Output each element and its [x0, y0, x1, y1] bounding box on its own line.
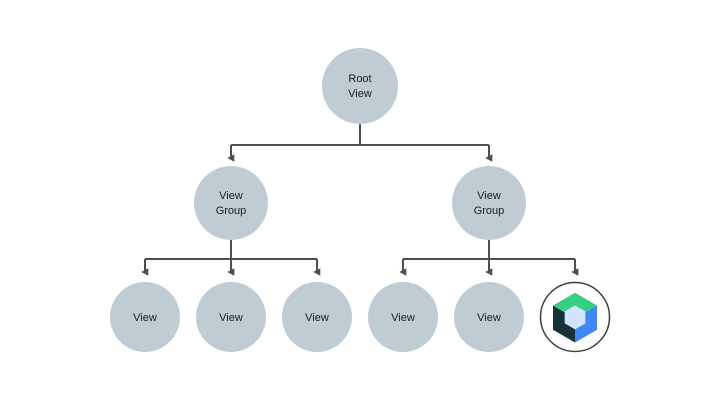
- node-view-2[interactable]: View: [196, 282, 266, 352]
- view-1-label: View: [133, 312, 157, 324]
- view-5-label: View: [477, 312, 501, 324]
- view-5-circle[interactable]: [454, 282, 524, 352]
- view-2-label: View: [219, 312, 243, 324]
- view-group-right-label-line1: View: [477, 190, 501, 202]
- jetpack-compose-logo-icon: [553, 292, 597, 343]
- node-root-view[interactable]: Root View: [322, 48, 398, 124]
- view-2-circle[interactable]: [196, 282, 266, 352]
- view-4-circle[interactable]: [368, 282, 438, 352]
- node-view-group-right[interactable]: View Group: [452, 166, 526, 240]
- view-group-left-label-line1: View: [219, 190, 243, 202]
- compose-logo-left-face: [553, 305, 575, 343]
- view-group-left-circle[interactable]: [194, 166, 268, 240]
- root-view-circle[interactable]: [322, 48, 398, 124]
- view-4-label: View: [391, 312, 415, 324]
- root-view-label-line2: View: [348, 88, 372, 100]
- connector-group: [141, 124, 579, 276]
- node-view-5[interactable]: View: [454, 282, 524, 352]
- compose-logo-right-face: [575, 305, 597, 343]
- compose-logo-center-hexagon: [564, 305, 586, 330]
- view-group-right-label-line2: Group: [474, 205, 505, 217]
- view-1-circle[interactable]: [110, 282, 180, 352]
- node-view-1[interactable]: View: [110, 282, 180, 352]
- node-view-4[interactable]: View: [368, 282, 438, 352]
- view-group-right-circle[interactable]: [452, 166, 526, 240]
- view-3-label: View: [305, 312, 329, 324]
- view-group-left-label-line2: Group: [216, 205, 247, 217]
- node-compose[interactable]: [539, 281, 611, 353]
- node-view-3[interactable]: View: [282, 282, 352, 352]
- view-3-circle[interactable]: [282, 282, 352, 352]
- root-view-label-line1: Root: [348, 73, 371, 85]
- node-view-group-left[interactable]: View Group: [194, 166, 268, 240]
